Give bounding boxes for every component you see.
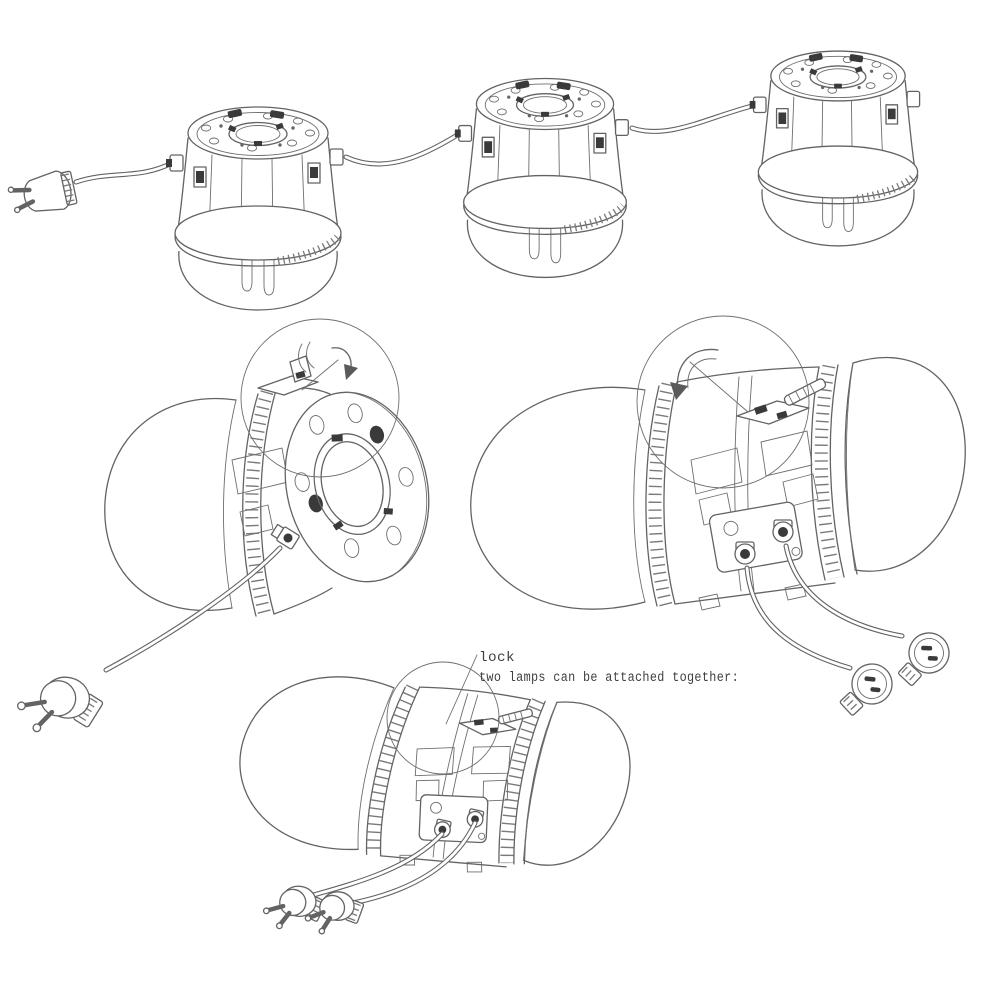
lamp-unit-3 — [750, 51, 920, 246]
lock-detail-circle — [637, 316, 809, 488]
lamp-unit-1 — [166, 107, 343, 310]
power-cord — [747, 568, 850, 668]
lock-detail-circle — [241, 319, 399, 477]
lock-label: lock — [479, 651, 515, 666]
power-plug-icon — [835, 661, 896, 717]
mounting-bracket — [258, 342, 318, 395]
power-cord — [632, 106, 752, 131]
leader-line — [446, 655, 477, 724]
figure-two-lamps-attached — [471, 316, 965, 717]
power-plug-icon — [7, 168, 78, 220]
two-lamp-assembly — [471, 358, 965, 610]
cord-gland — [270, 523, 300, 550]
mounting-plate — [266, 377, 448, 597]
rotate-arrow-icon — [302, 348, 358, 390]
power-cord — [106, 548, 280, 670]
power-cord — [310, 834, 442, 896]
figure-lamp-string — [7, 51, 920, 310]
power-plug-icon — [261, 882, 328, 935]
rotate-arrow-icon — [670, 349, 748, 412]
power-cord — [786, 546, 902, 636]
annotation-group: lock two lamps can be attached together: — [446, 651, 739, 724]
lamp-unit-2 — [455, 79, 628, 278]
figure-lamp-side-view — [13, 319, 449, 746]
attach-note: two lamps can be attached together: — [479, 671, 739, 686]
power-cord — [346, 134, 459, 164]
power-cord — [76, 163, 172, 182]
lamp-dome — [105, 398, 236, 610]
power-cord — [348, 823, 475, 904]
power-plug-icon — [13, 667, 108, 746]
figure-two-lamps-attached-small — [224, 634, 643, 936]
lock-detail-circle — [387, 662, 499, 774]
